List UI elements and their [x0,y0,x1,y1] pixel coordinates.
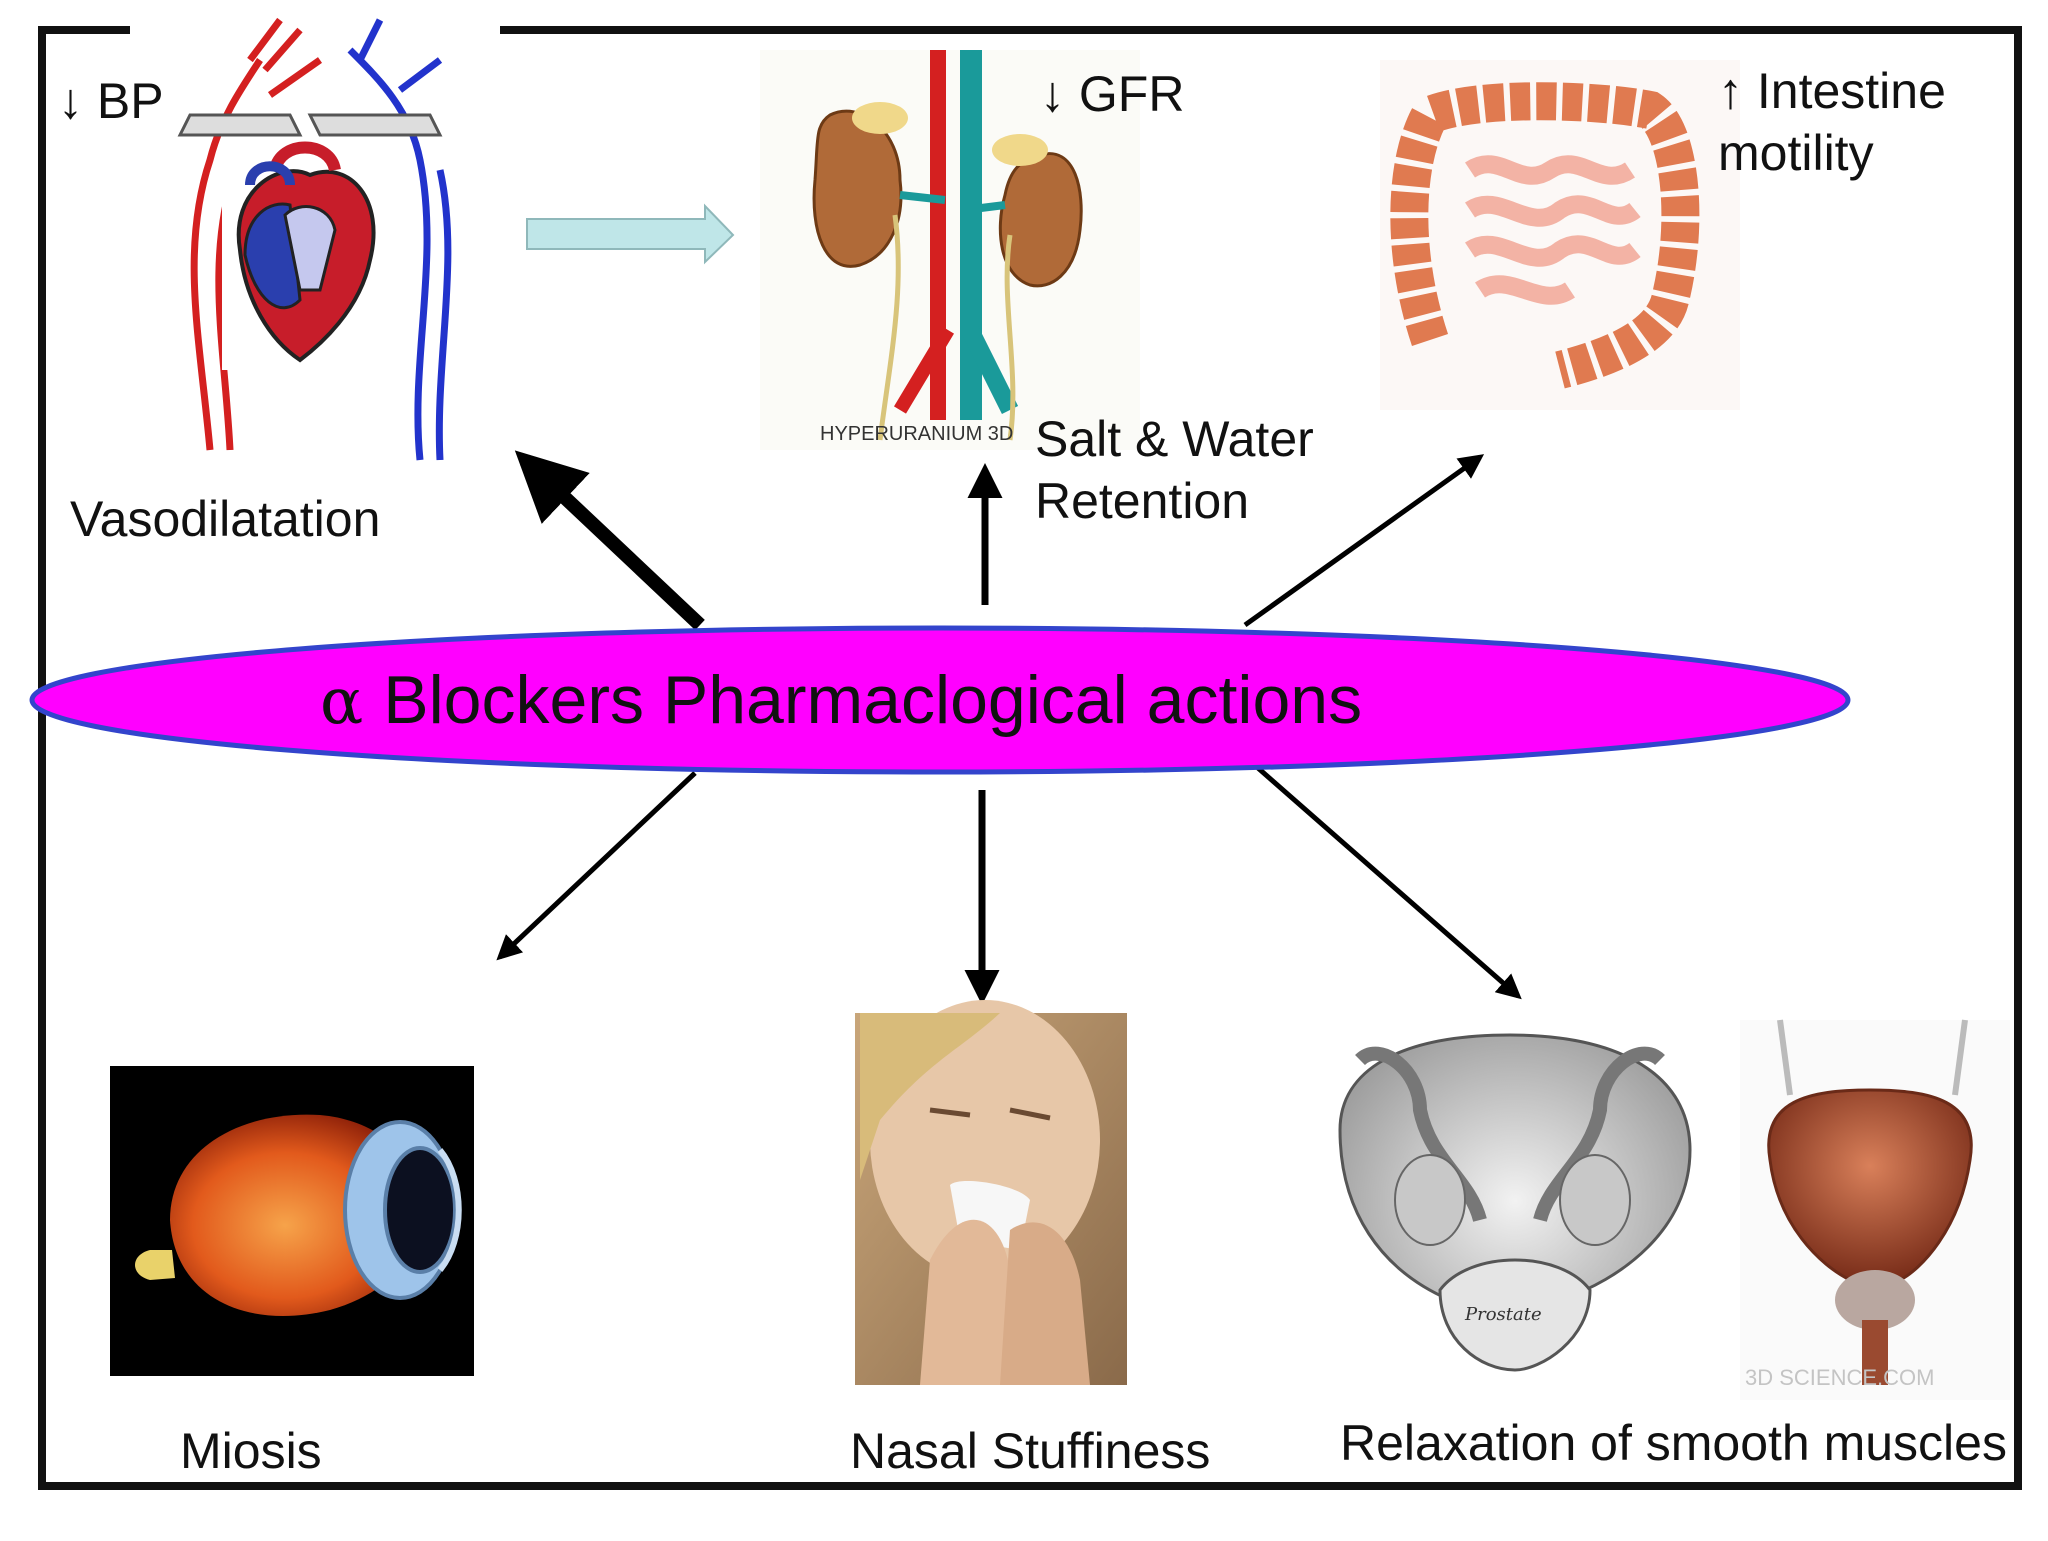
hollow-arrow-heart-to-kidney [526,203,735,265]
intestine-illustration [1380,60,1740,410]
diagram-title: α Blockers Pharmaclogical actions [320,660,1362,742]
heart-circulation-illustration [130,10,500,470]
kidney-illustration: HYPERURANIUM 3D [760,50,1140,450]
central-ellipse [29,625,1851,775]
kidney-watermark: HYPERURANIUM 3D [820,423,1013,445]
bladder-illustration: 3D SCIENCE.COM [1740,1019,2010,1400]
nasal-stuffiness-label: Nasal Stuffiness [850,1423,1211,1479]
bp-label: ↓ BP [58,73,164,129]
vasodilatation-label: Vasodilatation [70,491,381,547]
sneezing-person-photo [855,1000,1127,1385]
salt-retention-label-line1: Salt & Water [1035,411,1314,467]
bladder-watermark: 3D SCIENCE.COM [1745,1365,1934,1390]
miosis-label: Miosis [180,1423,322,1479]
intestine-motility-label-line2: motility [1718,125,1874,181]
effect-arrows [496,450,1522,1005]
prostate-caption: Prostate [1464,1304,1542,1325]
intestine-motility-label-line1: ↑ Intestine [1718,63,1946,119]
gfr-label: ↓ GFR [1040,66,1185,122]
arrow-to-smooth-muscle [1256,766,1522,1000]
arrow-to-eye [496,771,697,961]
smooth-muscle-relaxation-label: Relaxation of smooth muscles [1340,1415,2007,1471]
salt-retention-label-line2: Retention [1035,473,1250,529]
arrow-to-intestine [1243,454,1485,628]
diagram-frame [38,26,2022,1490]
prostate-illustration: Prostate [1338,1033,1692,1372]
eye-illustration [110,1066,474,1376]
arrow-to-vasodilatation [514,450,705,631]
alpha-symbol: α [320,665,364,739]
title-text: Blockers Pharmaclogical actions [383,662,1363,738]
